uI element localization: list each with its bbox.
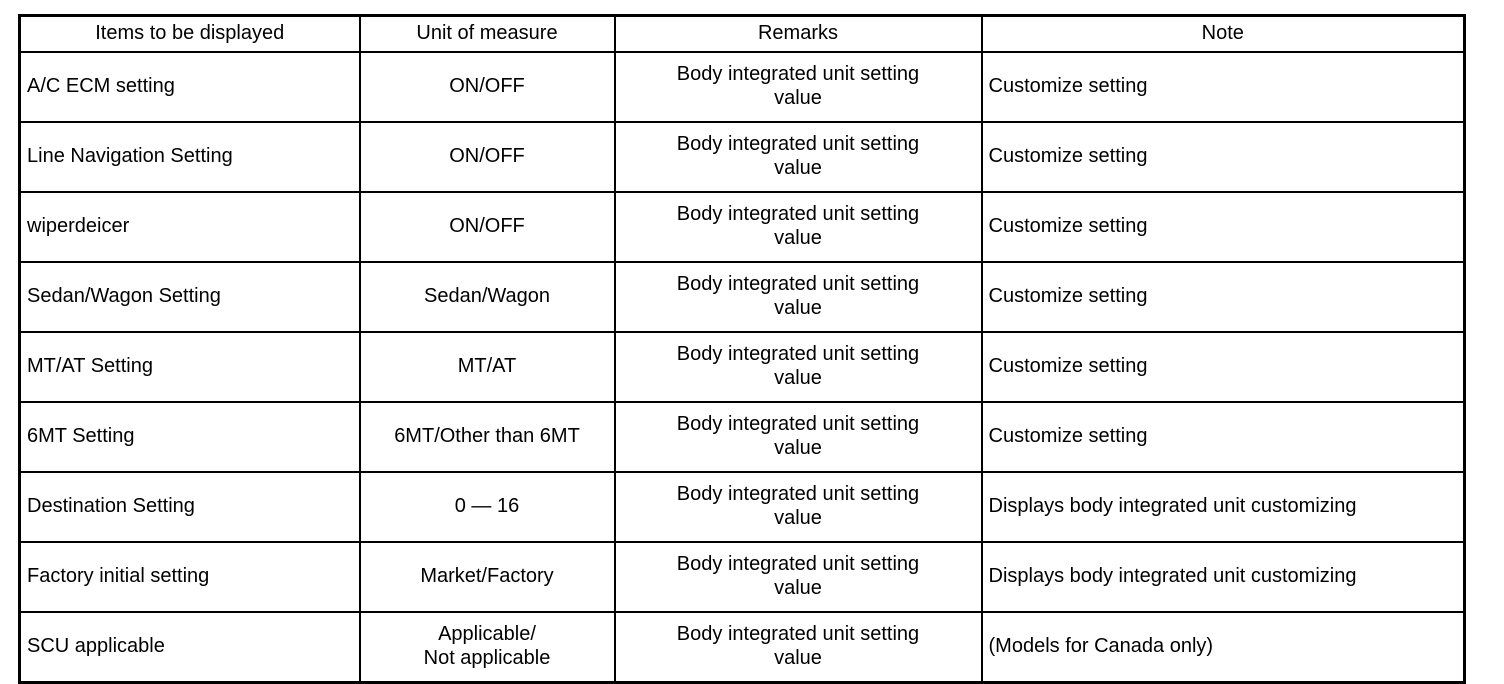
cell-unit: Market/Factory xyxy=(358,541,616,613)
cell-remarks: Body integrated unit setting value xyxy=(613,121,983,193)
cell-unit: ON/OFF xyxy=(358,121,616,193)
cell-item: wiperdeicer xyxy=(18,191,361,263)
cell-item: 6MT Setting xyxy=(18,401,361,473)
cell-unit: 0 — 16 xyxy=(358,471,616,543)
cell-note: Customize setting xyxy=(980,261,1466,333)
cell-note: Displays body integrated unit customizin… xyxy=(980,541,1466,613)
cell-item: Sedan/Wagon Setting xyxy=(18,261,361,333)
header-note: Note xyxy=(980,14,1466,53)
cell-unit: Sedan/Wagon xyxy=(358,261,616,333)
cell-note: (Models for Canada only) xyxy=(980,611,1466,684)
table-header-row: Items to be displayed Unit of measure Re… xyxy=(18,14,1466,53)
cell-unit: Applicable/ Not applicable xyxy=(358,611,616,684)
header-unit-of-measure: Unit of measure xyxy=(358,14,616,53)
cell-note: Customize setting xyxy=(980,191,1466,263)
cell-remarks: Body integrated unit setting value xyxy=(613,51,983,123)
cell-remarks: Body integrated unit setting value xyxy=(613,401,983,473)
cell-unit: MT/AT xyxy=(358,331,616,403)
cell-note: Customize setting xyxy=(980,401,1466,473)
cell-remarks: Body integrated unit setting value xyxy=(613,541,983,613)
display-items-table: Items to be displayed Unit of measure Re… xyxy=(18,14,1466,684)
cell-item: Destination Setting xyxy=(18,471,361,543)
cell-remarks: Body integrated unit setting value xyxy=(613,191,983,263)
cell-item: Line Navigation Setting xyxy=(18,121,361,193)
cell-item: A/C ECM setting xyxy=(18,51,361,123)
cell-remarks: Body integrated unit setting value xyxy=(613,261,983,333)
cell-remarks: Body integrated unit setting value xyxy=(613,471,983,543)
header-items-to-be-displayed: Items to be displayed xyxy=(18,14,361,53)
cell-unit: ON/OFF xyxy=(358,51,616,123)
cell-note: Displays body integrated unit customizin… xyxy=(980,471,1466,543)
cell-item: MT/AT Setting xyxy=(18,331,361,403)
header-remarks: Remarks xyxy=(613,14,983,53)
cell-remarks: Body integrated unit setting value xyxy=(613,331,983,403)
cell-unit: ON/OFF xyxy=(358,191,616,263)
cell-note: Customize setting xyxy=(980,331,1466,403)
cell-note: Customize setting xyxy=(980,121,1466,193)
table-header: Items to be displayed Unit of measure Re… xyxy=(18,14,1466,53)
cell-item: SCU applicable xyxy=(18,611,361,684)
cell-note: Customize setting xyxy=(980,51,1466,123)
document-page: Items to be displayed Unit of measure Re… xyxy=(18,14,1466,684)
cell-item: Factory initial setting xyxy=(18,541,361,613)
cell-remarks: Body integrated unit setting value xyxy=(613,611,983,684)
cell-unit: 6MT/Other than 6MT xyxy=(358,401,616,473)
